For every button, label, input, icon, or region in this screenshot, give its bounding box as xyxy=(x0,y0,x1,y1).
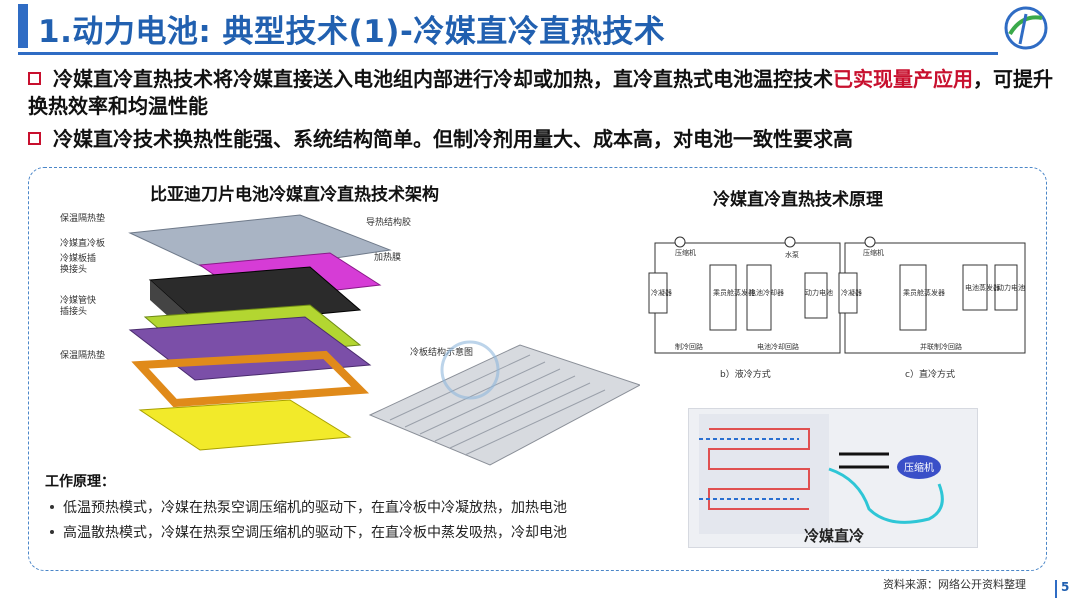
schem-pump-b: 水泵 xyxy=(785,250,799,259)
schem-battery-loop-b: 电池冷却回路 xyxy=(757,342,799,351)
bullet-2: 冷媒直冷技术换热性能强、系统结构简单。但制冷剂用量大、成本高，对电池一致性要求高 xyxy=(28,126,1068,153)
schem-battery-c: 动力电池 xyxy=(997,283,1025,292)
direct-cooling-graphic: 压缩机 冷媒直冷 xyxy=(699,414,944,545)
page-number: 5 xyxy=(1055,580,1071,598)
schem-parallel-loop-c: 并联制冷回路 xyxy=(920,342,962,351)
schem-evaporator-c: 乘员舱蒸发器 xyxy=(903,288,945,297)
work-item-1-text: 低温预热模式，冷媒在热泵空调压缩机的驱动下，在直冷板中冷凝放热，加热电池 xyxy=(63,500,567,516)
bullet-2-text: 冷媒直冷技术换热性能强、系统结构简单。但制冷剂用量大、成本高，对电池一致性要求高 xyxy=(53,127,853,151)
label-pipe-connector: 冷媒管快 xyxy=(60,294,96,306)
battery-exploded-illustration: 保温隔热垫 冷媒直冷板 冷媒板插 换接头 冷媒管快 插接头 保温隔热垫 导热结构… xyxy=(60,212,640,466)
label-cold-plate: 冷媒直冷板 xyxy=(60,237,105,249)
cooling-compressor-label: 压缩机 xyxy=(904,461,934,474)
schem-chiller-b: 电池冷却器 xyxy=(749,288,784,297)
work-item-2-text: 高温散热模式，冷媒在热泵空调压缩机的驱动下，在直冷板中蒸发吸热，冷却电池 xyxy=(63,525,567,541)
content-panel xyxy=(28,167,1047,571)
svg-text:换接头: 换接头 xyxy=(60,263,87,275)
principle-caption: 冷媒直冷直热技术原理 xyxy=(713,190,883,210)
cooling-caption: 冷媒直冷 xyxy=(804,527,864,545)
schem-cool-loop-b: 制冷回路 xyxy=(675,342,703,351)
label-plate-detail: 冷板结构示意图 xyxy=(410,346,473,358)
cooling-schematic-diagrams: 冷凝器 压缩机 乘员舱蒸发器 电池冷却器 动力电池 水泵 制冷回路 电池冷却回路… xyxy=(648,236,1026,380)
schem-battery-b: 动力电池 xyxy=(805,288,833,297)
slide-title: 1.动力电池: 典型技术(1)-冷媒直冷直热技术 xyxy=(38,14,666,50)
work-principle-title: 工作原理： xyxy=(45,474,115,490)
schem-condenser-c: 冷凝器 xyxy=(841,288,862,297)
title-bar: 1.动力电池: 典型技术(1)-冷媒直冷直热技术 xyxy=(0,0,1080,56)
battery-architecture-caption: 比亚迪刀片电池冷媒直冷直热技术架构 xyxy=(150,185,439,205)
svg-text:插接头: 插接头 xyxy=(60,305,87,317)
bullet-1-suffix: ，可提升换热效率和均温性能 xyxy=(28,67,1053,118)
logo-icon xyxy=(1004,6,1048,50)
bullet-box-icon xyxy=(28,132,41,145)
bullet-dot-icon xyxy=(50,505,54,509)
direct-cooling-diagram: 压缩机 冷媒直冷 xyxy=(688,408,978,548)
title-accent-bar xyxy=(18,4,28,48)
bullet-1-text: 冷媒直冷直热技术将冷媒直接送入电池组内部进行冷却或加热，直冷直热式电池温控技术 xyxy=(53,67,833,91)
schem-caption-b: b）液冷方式 xyxy=(720,368,771,380)
bullet-1-highlight: 已实现量产应用 xyxy=(833,67,973,91)
bullet-1: 冷媒直冷直热技术将冷媒直接送入电池组内部进行冷却或加热，直冷直热式电池温控技术已… xyxy=(28,66,1068,120)
schem-battery-evap-c: 电池蒸发器 xyxy=(965,283,1000,292)
schem-condenser-b: 冷凝器 xyxy=(651,288,672,297)
label-heat-glue: 导热结构胶 xyxy=(366,216,411,228)
schem-compressor-c: 压缩机 xyxy=(863,248,884,257)
title-underline xyxy=(18,52,998,55)
label-insulation-bottom: 保温隔热垫 xyxy=(60,349,105,361)
schem-evaporator-b: 乘员舱蒸发器 xyxy=(713,288,755,297)
label-heating-film: 加热膜 xyxy=(374,251,401,263)
label-connector: 冷媒板插 xyxy=(60,252,96,264)
work-item-2: 高温散热模式，冷媒在热泵空调压缩机的驱动下，在直冷板中蒸发吸热，冷却电池 xyxy=(50,522,567,542)
schem-caption-c: c）直冷方式 xyxy=(905,368,955,380)
bullet-box-icon xyxy=(28,72,41,85)
label-insulation-top: 保温隔热垫 xyxy=(60,212,105,224)
bullet-dot-icon xyxy=(50,530,54,534)
schem-compressor-b: 压缩机 xyxy=(675,248,696,257)
work-item-1: 低温预热模式，冷媒在热泵空调压缩机的驱动下，在直冷板中冷凝放热，加热电池 xyxy=(50,497,567,517)
source-note: 资料来源：网络公开资料整理 xyxy=(883,578,1026,591)
